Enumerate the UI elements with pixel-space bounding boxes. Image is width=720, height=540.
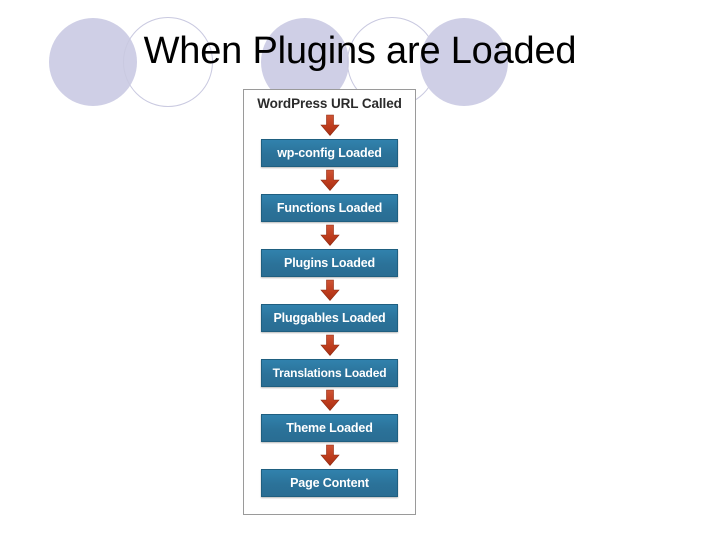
flow-node-translations-loaded: Translations Loaded bbox=[261, 359, 398, 387]
flow-node-theme-loaded: Theme Loaded bbox=[261, 414, 398, 442]
arrow-down-icon bbox=[317, 223, 343, 248]
flow-node-pluggables-loaded: Pluggables Loaded bbox=[261, 304, 398, 332]
arrow-down-icon bbox=[317, 333, 343, 358]
flow-node-plugins-loaded: Plugins Loaded bbox=[261, 249, 398, 277]
arrow-down-icon bbox=[317, 113, 343, 138]
flow-node-wp-config-loaded: wp-config Loaded bbox=[261, 139, 398, 167]
arrow-down-icon bbox=[317, 278, 343, 303]
flow-node-wordpress-url-called: WordPress URL Called bbox=[257, 96, 402, 111]
arrow-down-icon bbox=[317, 168, 343, 193]
arrow-down-icon bbox=[317, 443, 343, 468]
arrow-down-icon bbox=[317, 388, 343, 413]
flowchart-diagram: WordPress URL Called wp-config Loaded bbox=[243, 89, 416, 515]
page-title: When Plugins are Loaded bbox=[143, 30, 577, 72]
flow-node-page-content: Page Content bbox=[261, 469, 398, 497]
flow-node-functions-loaded: Functions Loaded bbox=[261, 194, 398, 222]
